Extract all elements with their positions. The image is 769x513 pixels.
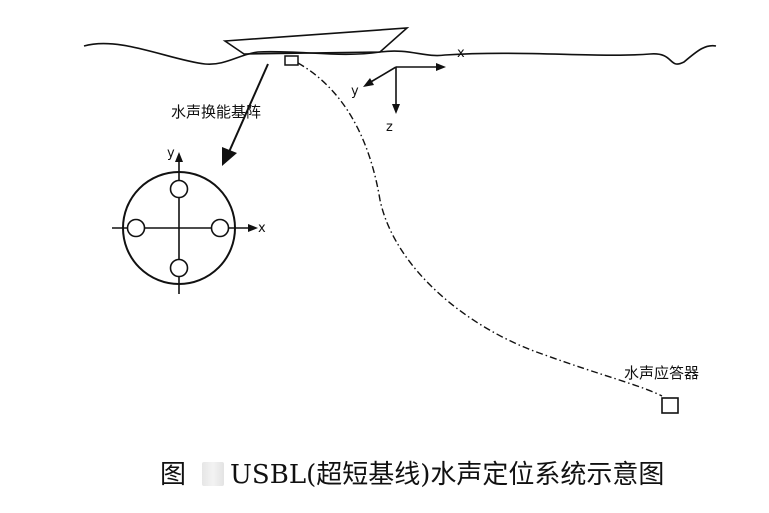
array-x-axis-label: x [258,221,266,236]
acoustic-path [297,62,663,397]
caption-text: USBL(超短基线)水声定位系统示意图 [230,460,665,490]
array-element-bottom [169,258,189,278]
array-element-right [210,218,230,238]
redacted-figure-number [202,462,225,486]
water-x-axis-label: x [457,46,465,61]
transponder-box [661,397,679,414]
ship-hull [222,27,410,55]
array-element-top [169,179,189,199]
array-pointer-arrow [222,63,269,166]
transducer-box [284,55,299,66]
transponder-label: 水声应答器 [624,364,700,382]
transducer-array-label: 水声换能基阵 [171,103,262,121]
water-y-axis-label: y [351,84,359,99]
figure-caption: 图 USBL(超短基线)水声定位系统示意图 [160,454,664,491]
array-element-left [126,218,146,238]
array-y-axis-label: y [167,146,175,161]
caption-prefix: 图 [160,460,187,490]
transducer-array-detail [112,152,258,294]
water-axes [363,63,446,114]
water-z-axis-label: z [386,120,393,135]
water-surface-line [83,42,717,65]
